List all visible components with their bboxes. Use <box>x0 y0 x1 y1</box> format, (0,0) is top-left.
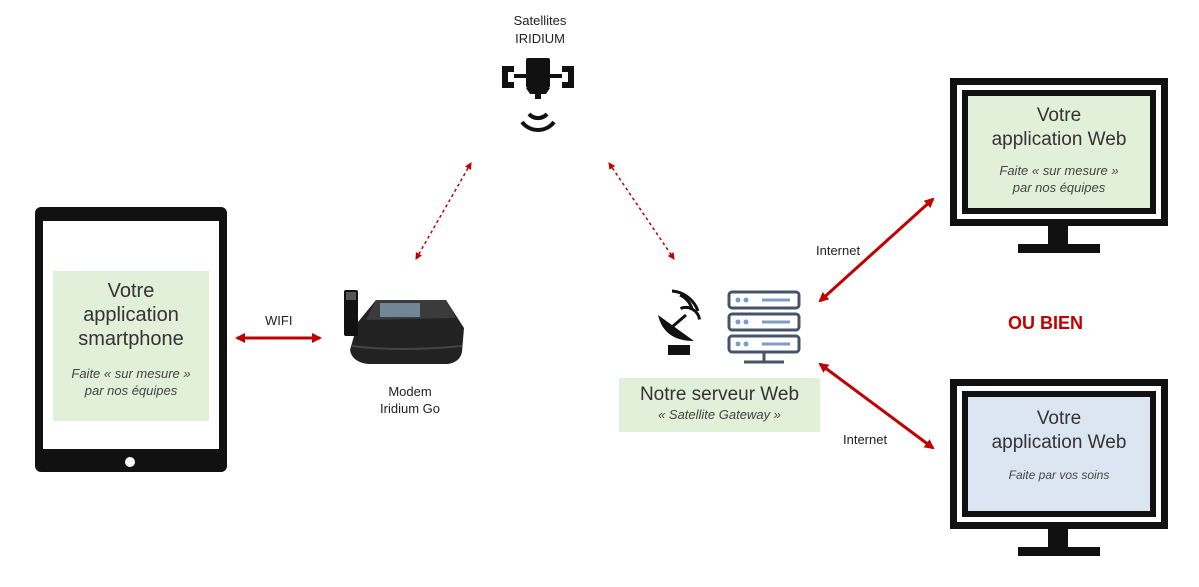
satellite-server-link <box>608 162 675 260</box>
tablet-screen: Votre application smartphone Faite « sur… <box>43 221 219 449</box>
server-label-panel: Notre serveur Web « Satellite Gateway » <box>619 378 820 432</box>
web-app-bottom-title-line2: application Web <box>991 432 1127 453</box>
smartphone-app-panel: Votre application smartphone Faite « sur… <box>53 271 209 421</box>
satellite-label: Satellites IRIDIUM <box>490 12 590 48</box>
web-app-bottom-note: Faite par vos soins <box>1008 468 1110 482</box>
internet-arrow-top <box>818 197 935 303</box>
satellite-modem-link <box>415 162 472 260</box>
smartphone-app-note-line1: Faite « sur mesure » <box>71 366 191 381</box>
web-app-bottom-panel: Votre application Web Faite par vos soin… <box>968 397 1150 511</box>
monitor-top: Votre application Web Faite « sur mesure… <box>950 78 1168 226</box>
modem-label-line1: Modem <box>388 384 432 399</box>
monitor-top-neck <box>1048 226 1068 246</box>
internet-label-top: Internet <box>816 243 861 258</box>
web-app-top-note-line2: par nos équipes <box>1012 180 1106 195</box>
web-app-top-title-line1: Votre <box>1036 105 1082 126</box>
smartphone-app-title-line2: application <box>83 304 179 326</box>
web-app-top-panel: Votre application Web Faite « sur mesure… <box>968 96 1150 208</box>
satellite-label-line2: IRIDIUM <box>515 31 565 46</box>
or-label: OU BIEN <box>1008 313 1084 333</box>
internet-arrow-bottom <box>818 362 935 450</box>
modem-icon <box>344 290 464 364</box>
web-app-top-note-line1: Faite « sur mesure » <box>999 163 1119 178</box>
modem-label-line2: Iridium Go <box>380 401 440 416</box>
server-rack-icon <box>727 290 801 364</box>
home-button-icon <box>125 457 135 467</box>
wifi-label: WIFI <box>265 313 293 328</box>
satellite-icon <box>502 58 574 132</box>
server-title: Notre serveur Web <box>639 384 800 405</box>
monitor-bottom-neck <box>1048 529 1068 549</box>
monitor-bottom: Votre application Web Faite par vos soin… <box>950 379 1168 529</box>
modem-label: Modem Iridium Go <box>360 383 460 417</box>
monitor-top-base <box>1018 244 1100 253</box>
web-app-bottom-title-line1: Votre <box>1036 408 1082 429</box>
server-subtitle: « Satellite Gateway » <box>658 407 781 422</box>
smartphone-app-note-line2: par nos équipes <box>84 383 178 398</box>
satellite-dish-icon <box>658 289 702 355</box>
tablet-device: Votre application smartphone Faite « sur… <box>35 207 227 472</box>
smartphone-app-title-line1: Votre <box>107 280 155 302</box>
monitor-bottom-base <box>1018 547 1100 556</box>
internet-label-bottom: Internet <box>843 432 888 447</box>
satellite-label-line1: Satellites <box>513 13 567 28</box>
web-app-top-title-line2: application Web <box>991 129 1127 150</box>
smartphone-app-title-line3: smartphone <box>78 328 184 350</box>
